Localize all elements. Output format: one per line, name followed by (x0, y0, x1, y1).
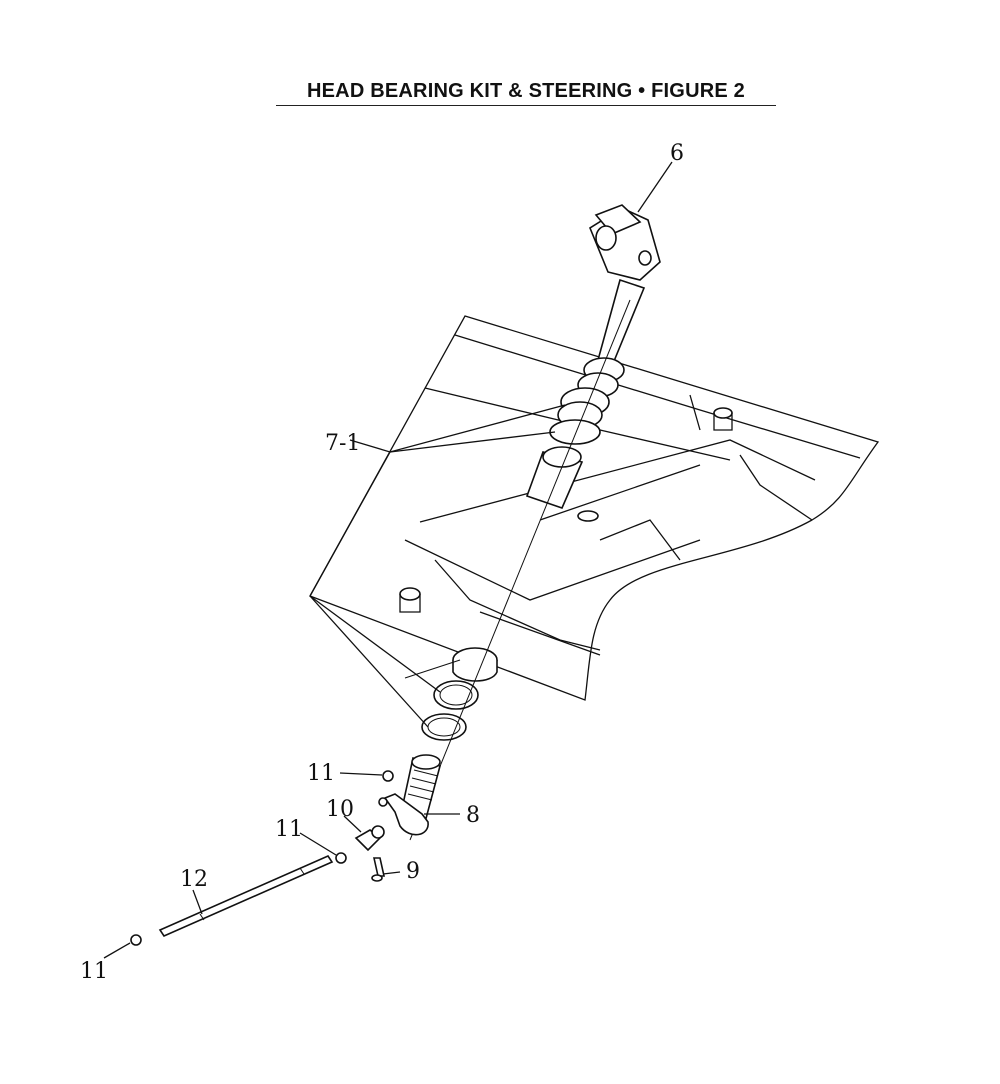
callout-stem: 6 (670, 141, 684, 166)
nut-upper (382, 770, 394, 782)
frame-body (309, 315, 880, 701)
tie-rod (158, 854, 334, 938)
steering-post (378, 754, 441, 836)
steering-stem (589, 204, 661, 368)
callout-tie-rod: 12 (180, 867, 208, 892)
callout-nut-lower: 11 (80, 959, 108, 984)
callout-nut-middle: 11 (275, 817, 303, 842)
leader-lines (103, 161, 673, 959)
callout-nut-upper: 11 (307, 761, 335, 786)
upper-bearing-stack (549, 357, 625, 445)
callout-bolt: 9 (406, 859, 420, 884)
callout-rod-end: 10 (326, 797, 354, 822)
assembly-axis (409, 299, 631, 841)
figure-title: HEAD BEARING KIT & STEERING • FIGURE 2 (276, 80, 776, 106)
nut-middle (335, 852, 347, 864)
bolt (371, 857, 385, 882)
rod-end (354, 825, 385, 852)
callout-steering-post: 8 (466, 803, 480, 828)
callout-bearing-kit: 7-1 (325, 431, 360, 456)
nut-lower (130, 934, 142, 946)
cable-end (404, 659, 461, 679)
lower-bearing-stack (421, 647, 498, 741)
